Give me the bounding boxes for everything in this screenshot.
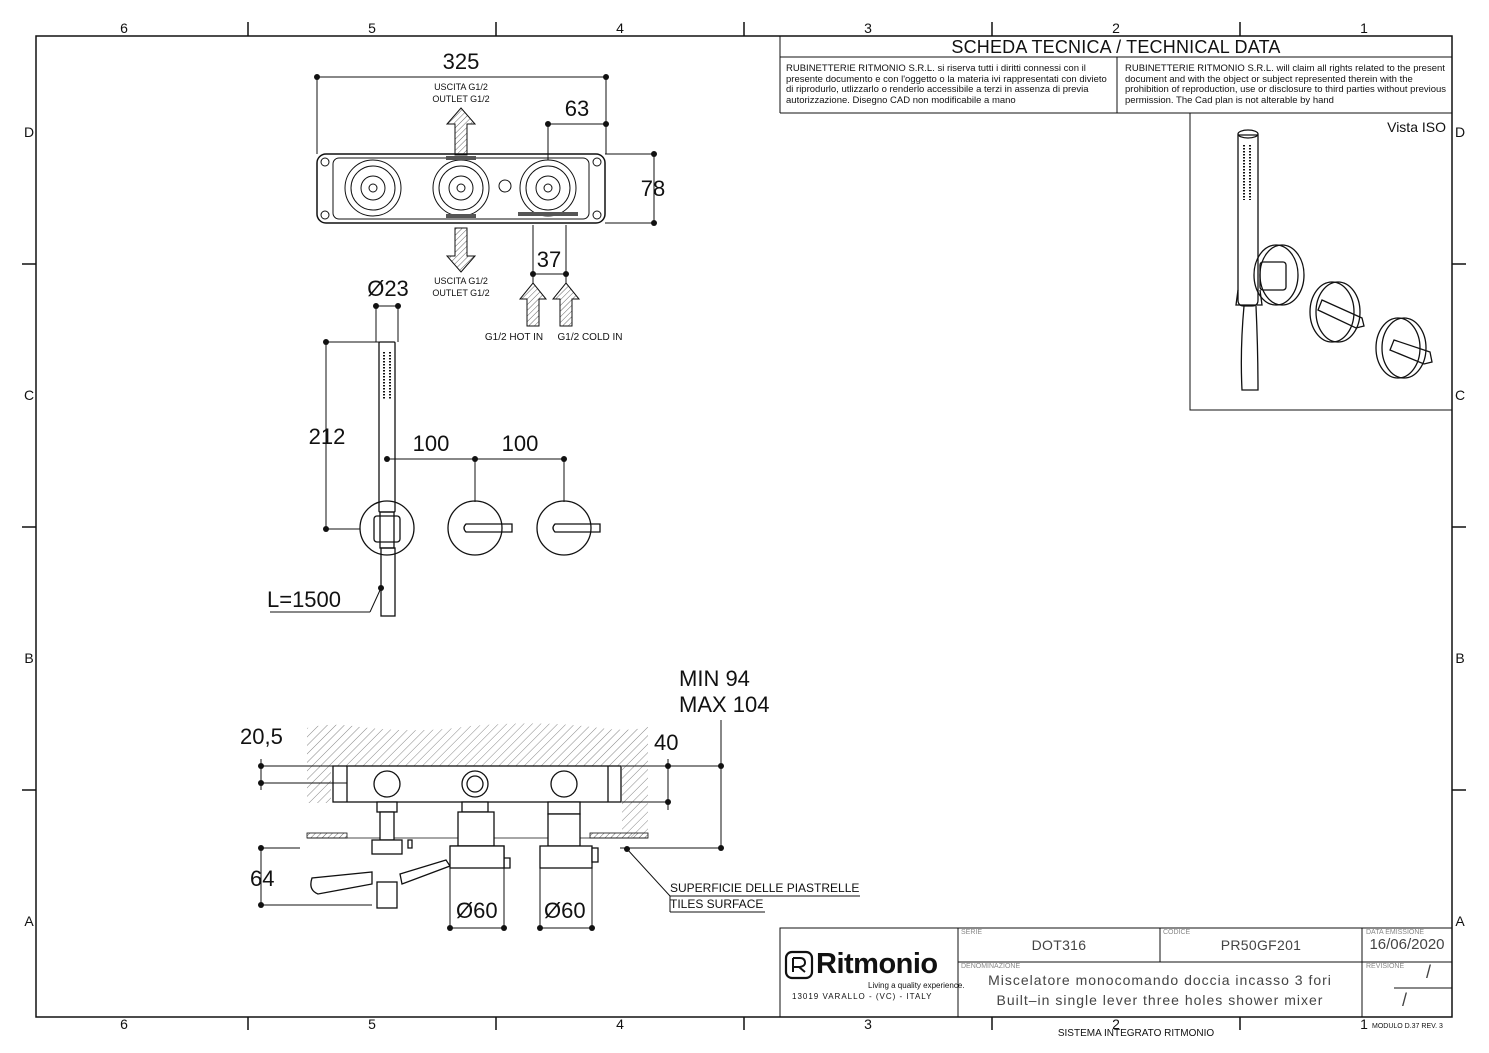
tiles-surface-label-it: SUPERFICIE DELLE PIASTRELLE bbox=[670, 881, 859, 895]
col-label-6: 6 bbox=[120, 20, 128, 36]
data-emissione-value: 16/06/2020 bbox=[1369, 936, 1445, 953]
notice-english: RUBINETTERIE RITMONIO S.R.L. will claim … bbox=[1125, 63, 1447, 106]
dim-diameter-60-a: Ø60 bbox=[456, 898, 498, 923]
row-label-c-right: C bbox=[1455, 387, 1465, 403]
top-view bbox=[316, 107, 606, 327]
row-label-a-right: A bbox=[1455, 913, 1465, 929]
brand-address: 13019 VARALLO - (VC) - ITALY bbox=[792, 992, 933, 1001]
hot-inlet-label: G1/2 HOT IN bbox=[485, 332, 543, 343]
sheet-frame bbox=[35, 35, 1453, 1018]
cold-inlet-arrow bbox=[551, 282, 581, 327]
outlet-bottom-label-en: OUTLET G1/2 bbox=[432, 288, 489, 298]
brand-logo-text: Ritmonio bbox=[816, 948, 938, 980]
tiles-surface-label-en: TILES SURFACE bbox=[670, 897, 763, 911]
dim-diameter-23: Ø23 bbox=[367, 276, 409, 301]
codice-label: CODICE bbox=[1163, 929, 1191, 936]
top-view-dimensions bbox=[316, 76, 655, 283]
col-label-3-bottom: 3 bbox=[864, 1016, 872, 1032]
row-label-a: A bbox=[24, 913, 34, 929]
col-label-4-bottom: 4 bbox=[616, 1016, 624, 1032]
iso-view-frame bbox=[1189, 112, 1453, 411]
dim-height-212: 212 bbox=[309, 424, 346, 449]
col-label-2: 2 bbox=[1112, 20, 1120, 36]
row-label-d: D bbox=[24, 124, 34, 140]
grid-ticks bbox=[22, 22, 1466, 1030]
outlet-top-label-it: USCITA G1/2 bbox=[434, 82, 488, 92]
col-label-4: 4 bbox=[616, 20, 624, 36]
codice-value: PR50GF201 bbox=[1220, 937, 1302, 953]
outlet-bottom-label-it: USCITA G1/2 bbox=[434, 276, 488, 286]
serie-value: DOT316 bbox=[1031, 937, 1087, 953]
iso-view-label: Vista ISO bbox=[1387, 119, 1446, 135]
revision-value-1: / bbox=[1426, 962, 1432, 982]
row-label-d-right: D bbox=[1455, 124, 1465, 140]
dim-diameter-60-b: Ø60 bbox=[544, 898, 586, 923]
side-view bbox=[306, 723, 649, 909]
row-label-b: B bbox=[24, 650, 33, 666]
title-block bbox=[779, 927, 1453, 1018]
outlet-arrow-bottom bbox=[445, 227, 477, 273]
outlet-arrow-top bbox=[445, 107, 477, 156]
dim-spacing-100-a: 100 bbox=[413, 431, 450, 456]
dim-64: 64 bbox=[250, 866, 274, 891]
revisione-label: REVISIONE bbox=[1366, 963, 1405, 970]
front-view bbox=[359, 341, 601, 617]
col-label-5: 5 bbox=[368, 20, 376, 36]
denominazione-label: DENOMINAZIONE bbox=[961, 963, 1021, 970]
row-label-c: C bbox=[24, 387, 34, 403]
dim-max-104: MAX 104 bbox=[679, 692, 770, 717]
side-view-dimensions bbox=[260, 720, 860, 929]
description-italian: Miscelatore monocomando doccia incasso 3… bbox=[988, 972, 1332, 988]
dim-min-94: MIN 94 bbox=[679, 666, 750, 691]
description-english: Built–in single lever three holes shower… bbox=[996, 992, 1324, 1008]
dim-width-325: 325 bbox=[443, 49, 480, 74]
serie-label: SERIE bbox=[961, 929, 983, 936]
revision-value-2: / bbox=[1402, 990, 1408, 1010]
col-label-6-bottom: 6 bbox=[120, 1016, 128, 1032]
dim-hose-length: L=1500 bbox=[267, 587, 341, 612]
dim-spacing-63: 63 bbox=[565, 96, 589, 121]
col-label-1-bottom: 1 bbox=[1360, 1016, 1368, 1032]
brand-tagline: Living a quality experience. bbox=[868, 981, 965, 990]
data-emissione-label: DATA EMISSIONE bbox=[1366, 929, 1425, 936]
dim-height-78: 78 bbox=[641, 176, 665, 201]
outlet-top-label-en: OUTLET G1/2 bbox=[432, 94, 489, 104]
row-label-b-right: B bbox=[1455, 650, 1464, 666]
dim-40: 40 bbox=[654, 730, 678, 755]
dim-spacing-100-b: 100 bbox=[502, 431, 539, 456]
footer-system: SISTEMA INTEGRATO RITMONIO bbox=[1058, 1028, 1215, 1039]
col-label-3: 3 bbox=[864, 20, 872, 36]
ritmonio-logo-icon bbox=[784, 950, 814, 980]
col-label-1: 1 bbox=[1360, 20, 1368, 36]
cold-inlet-label: G1/2 COLD IN bbox=[557, 332, 622, 343]
hot-inlet-arrow bbox=[518, 282, 548, 327]
dim-spacing-37: 37 bbox=[537, 247, 561, 272]
dim-20-5: 20,5 bbox=[240, 724, 283, 749]
footer-module: MODULO D.37 REV. 3 bbox=[1372, 1023, 1443, 1030]
col-label-5-bottom: 5 bbox=[368, 1016, 376, 1032]
iso-product-drawing bbox=[1235, 129, 1433, 391]
col-label-2-bottom: 2 bbox=[1112, 1016, 1120, 1032]
front-view-dimensions bbox=[270, 305, 565, 613]
notice-italian: RUBINETTERIE RITMONIO S.R.L. si riserva … bbox=[786, 63, 1107, 106]
header-title: SCHEDA TECNICA / TECHNICAL DATA bbox=[951, 37, 1281, 57]
